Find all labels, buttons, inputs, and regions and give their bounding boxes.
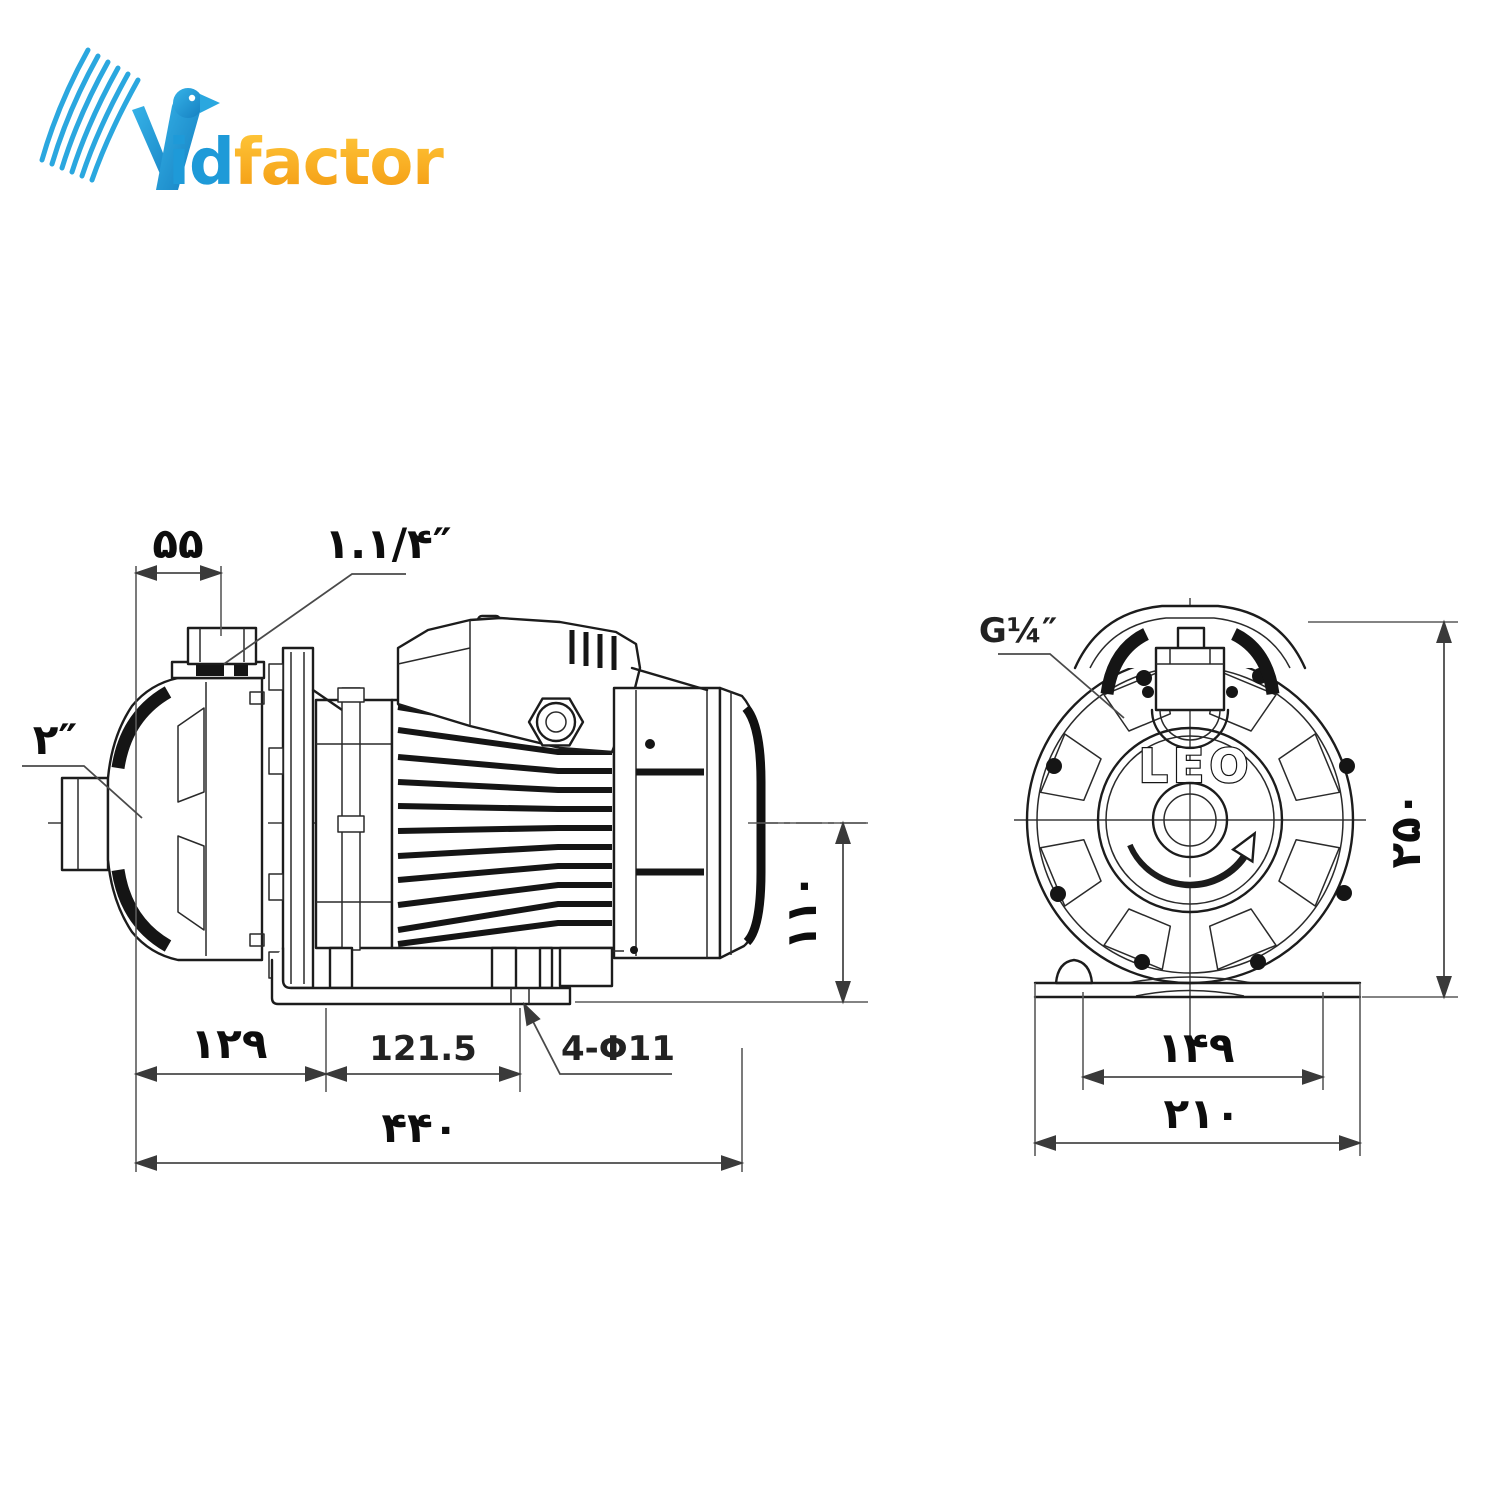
- logo-wordmark: idfactor: [168, 126, 444, 200]
- terminal-box-vents: [569, 630, 617, 670]
- bird-eye: [188, 94, 196, 102]
- dim-121-5-label: 121.5: [369, 1029, 477, 1069]
- adapter-bracket: [311, 687, 394, 951]
- fan-cover: [570, 686, 766, 960]
- logo-id-text: id: [168, 126, 234, 200]
- front-top-port: [1073, 604, 1307, 750]
- pump-front-view: LEO: [979, 598, 1458, 1156]
- dim-210-label: ۲۱۰: [1164, 1089, 1241, 1138]
- dim-149-label: ۱۴۹: [1158, 1023, 1235, 1072]
- casing-ribs: [1039, 669, 1341, 971]
- bolt-holes-label: 4-Φ11: [561, 1029, 675, 1069]
- plug-leader: [998, 653, 1125, 719]
- suction-inlet: [60, 776, 110, 872]
- dim-250-label: ۲۵۰: [1381, 792, 1430, 869]
- logo-feather-streaks-icon: [39, 47, 141, 183]
- plug-label: G¼″: [979, 611, 1057, 651]
- logo-bird-icon: [132, 88, 220, 190]
- outlet-leader: [223, 573, 406, 665]
- inlet-leader: [22, 765, 143, 819]
- terminal-box: [396, 614, 642, 754]
- side-view-dimensions: ۵۵ ۱.۱/۴″ ۲″ ۱۲۹ 121.5 4-Φ11 ۴۴۰ ۱۱۰: [22, 519, 868, 1172]
- discharge-port: [186, 626, 258, 666]
- motor-end-bracket: [612, 666, 722, 960]
- dim-110-label: ۱۱۰: [777, 874, 826, 951]
- dim-440-label: ۴۴۰: [382, 1103, 459, 1152]
- bolt-holes-leader: [522, 1001, 672, 1075]
- logo-factor-text: factor: [234, 126, 445, 200]
- shaft-hole: [1151, 781, 1229, 859]
- vidfactor-logo: idfactor: [39, 47, 445, 200]
- front-view-dimensions: G¼″ ۲۵۰ ۱۴۹ ۲۱۰: [979, 611, 1458, 1156]
- inlet-size-label: ۲″: [33, 715, 77, 764]
- outlet-size-label: ۱.۱/۴″: [325, 519, 452, 568]
- conduit-hex-plug: [527, 697, 585, 747]
- dim-129-label: ۱۲۹: [191, 1019, 268, 1068]
- rotation-arrow-icon: [1127, 830, 1257, 889]
- pump-casing: [106, 660, 266, 962]
- base-plate: [270, 946, 614, 1006]
- mounting-flange: [268, 646, 315, 990]
- dim-55-label: ۵۵: [152, 519, 203, 568]
- front-base: [1033, 958, 1362, 999]
- pump-side-view: ۵۵ ۱.۱/۴″ ۲″ ۱۲۹ 121.5 4-Φ11 ۴۴۰ ۱۱۰: [22, 519, 872, 1172]
